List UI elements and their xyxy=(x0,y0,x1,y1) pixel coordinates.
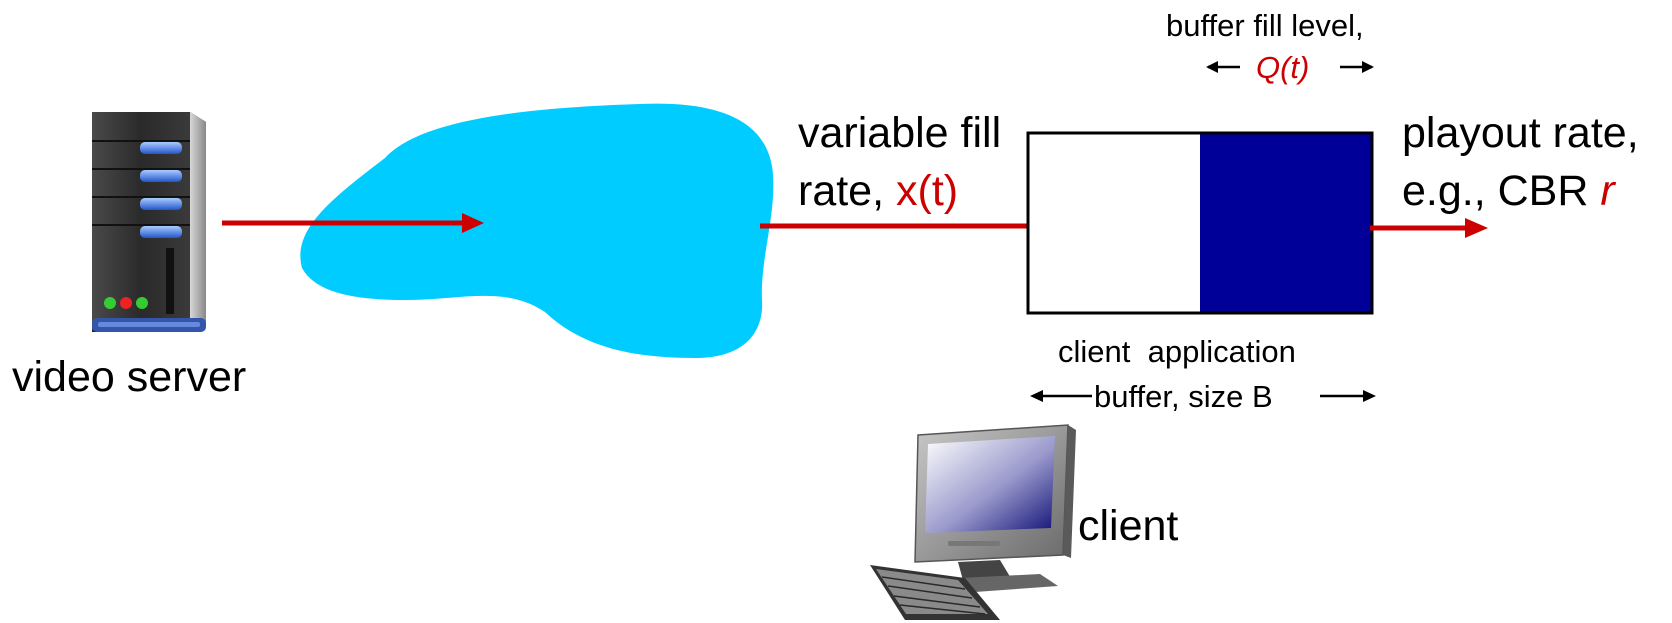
client-label: client xyxy=(1078,502,1179,550)
buffer-size-arrows xyxy=(1030,390,1376,402)
fill-rate-prefix: rate, xyxy=(798,167,896,215)
buffer-fill-symbol: Q(t) xyxy=(1256,50,1310,85)
video-server-label: video server xyxy=(12,353,247,401)
arrow-server-to-network-head xyxy=(462,213,484,233)
arrow-playout-rate-head xyxy=(1465,218,1488,238)
fill-rate-symbol: x(t) xyxy=(896,167,959,215)
fill-level-arrows xyxy=(1206,61,1374,73)
desktop-computer-icon xyxy=(870,424,1076,620)
buffer-fill-level-label: buffer fill level, xyxy=(1166,8,1364,43)
playout-prefix: e.g., CBR xyxy=(1402,167,1601,215)
client-buffer-label-line1: client application xyxy=(1058,334,1296,369)
server-tower-icon xyxy=(92,112,206,332)
playout-symbol: r xyxy=(1600,167,1615,215)
fill-rate-label-line2: rate, x(t) xyxy=(798,170,958,213)
network-cloud-icon xyxy=(300,103,774,358)
client-buffer-label-line2: buffer, size B xyxy=(1094,379,1273,414)
buffer-fill xyxy=(1200,134,1371,312)
playout-rate-label-line1: playout rate, xyxy=(1402,109,1639,157)
playout-rate-label-line2: e.g., CBR r xyxy=(1402,170,1615,213)
fill-rate-label-line1: variable fill xyxy=(798,109,1002,157)
